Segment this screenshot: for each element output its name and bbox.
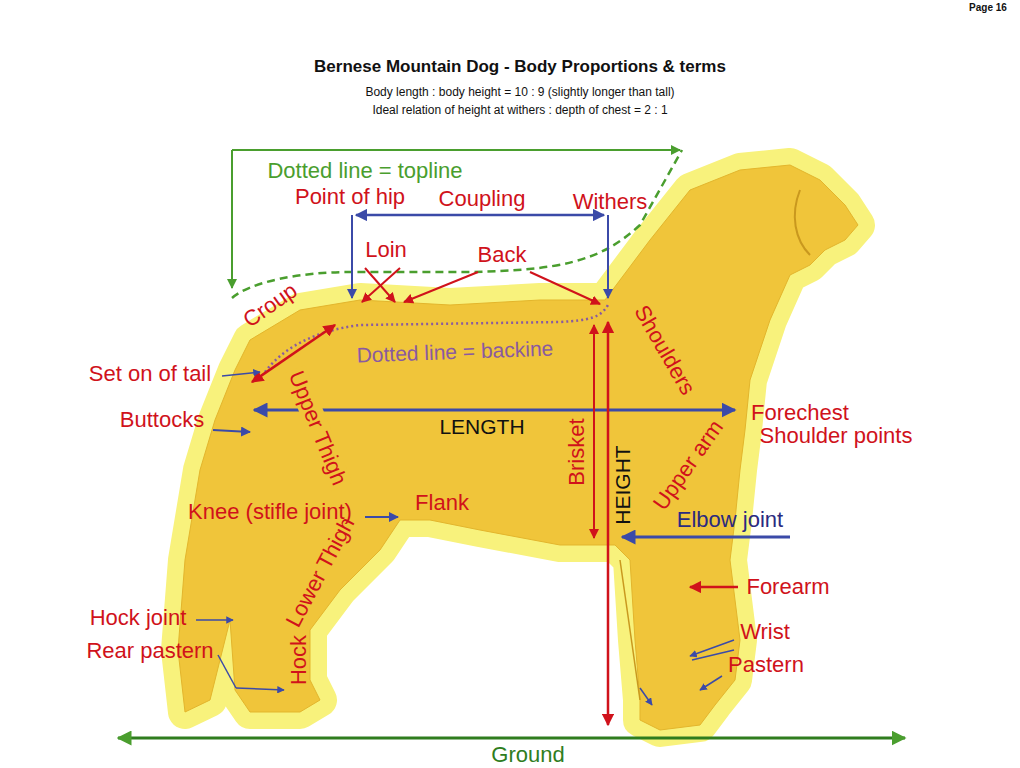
leg-line <box>620 560 640 700</box>
part-label: Lower Thigh <box>281 513 358 630</box>
coupling-arrow <box>356 214 604 217</box>
knee-leader <box>365 516 398 518</box>
tail-leader <box>222 372 260 376</box>
part-label: Shoulder points <box>760 424 913 447</box>
part-label: Elbow joint <box>677 508 783 531</box>
part-label: Knee (stifle joint) <box>188 500 352 523</box>
part-label: Forechest <box>751 401 849 424</box>
part-label: Croup <box>239 278 301 331</box>
dog-body <box>178 165 858 730</box>
wrist-leader <box>692 650 734 660</box>
part-label: Brisket <box>565 418 588 485</box>
height-arrow <box>607 322 610 725</box>
topline-bracket <box>232 149 680 151</box>
part-label: Hock joint <box>90 606 187 629</box>
back-leader <box>404 272 478 302</box>
topline-bracket <box>231 150 233 288</box>
hip-leader <box>351 215 353 298</box>
part-label: Body length : body height = 10 : 9 (slig… <box>365 86 674 99</box>
part-label: Upper arm <box>649 416 728 514</box>
part-label: LENGTH <box>439 416 524 438</box>
hock-leader <box>196 619 233 621</box>
pastern-leader <box>700 676 722 690</box>
loin-leader <box>362 268 400 302</box>
part-label: HEIGHT <box>612 445 634 524</box>
diagram-title: Bernese Mountain Dog - Body Proportions … <box>314 58 726 76</box>
part-label: Dotted line = backine <box>356 338 553 367</box>
part-label: Loin <box>365 238 407 261</box>
wrist-leader <box>690 640 734 656</box>
part-label: Ideal relation of height at withers : de… <box>372 104 667 117</box>
part-label: Ground <box>491 743 564 766</box>
brisket-arrow <box>593 325 595 538</box>
pastern-leader <box>236 688 284 690</box>
elbow-leader <box>622 536 790 539</box>
part-label: Rear pastern <box>86 639 213 662</box>
part-label: Withers <box>573 190 648 213</box>
part-label: Upper Thigh <box>284 365 353 491</box>
ground-arrow <box>118 737 905 740</box>
part-label: Coupling <box>439 187 526 210</box>
paw-leader <box>640 688 652 705</box>
part-label: Wrist <box>740 620 790 643</box>
part-label: Page 16 <box>969 3 1007 14</box>
length-arrow <box>254 409 735 412</box>
part-label: Pastern <box>728 653 804 676</box>
part-label: Hock <box>287 635 310 685</box>
part-label: Flank <box>415 491 469 514</box>
part-label: Dotted line = topline <box>267 159 462 182</box>
topline-dashed <box>232 150 682 298</box>
pastern-leader <box>218 655 236 688</box>
back-leader <box>530 272 600 304</box>
part-label: Set on of tail <box>89 362 211 385</box>
part-label: Shoulders <box>630 301 700 398</box>
withers-leader <box>607 215 609 298</box>
dog-halo <box>178 165 858 730</box>
forearm-leader <box>690 586 738 589</box>
part-label: Forearm <box>746 575 829 598</box>
part-label: Buttocks <box>120 408 204 431</box>
buttocks-leader <box>213 430 250 432</box>
part-label: Back <box>478 243 527 266</box>
part-label: Point of hip <box>295 185 405 208</box>
ear <box>795 190 810 255</box>
